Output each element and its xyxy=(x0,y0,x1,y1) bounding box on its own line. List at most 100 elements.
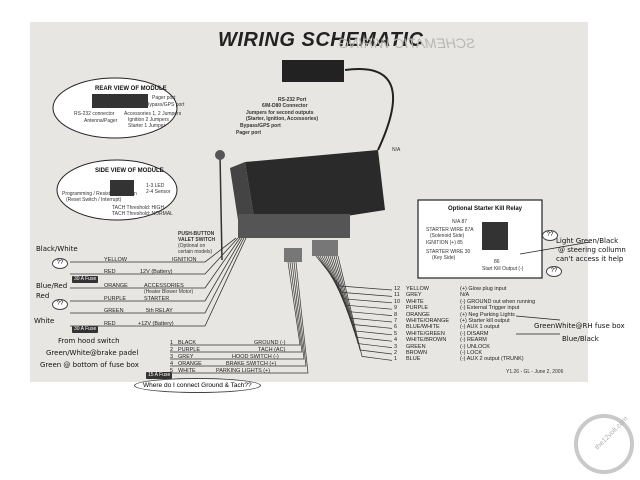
left-wire-0-color: YELLOW xyxy=(104,257,127,263)
right-wire-0-color: YELLOW xyxy=(406,286,429,292)
main-module xyxy=(245,150,385,230)
bottom-wire-4-line xyxy=(170,261,309,374)
left-wire-0-func: IGNITION xyxy=(172,257,197,263)
note-q3: ?? xyxy=(542,230,558,241)
valet-line2: VALET SWITCH xyxy=(178,237,216,243)
note-question-callout: Where do I connect Ground & Tach?? xyxy=(134,378,261,393)
rear-label-bypass: Bypass/GPS port xyxy=(146,102,185,108)
note-blue-black: Blue/Black xyxy=(562,335,599,343)
side-view-module xyxy=(110,180,134,196)
right-wire-0-line xyxy=(315,255,393,291)
bl-wire-3-color: ORANGE xyxy=(178,361,202,367)
bl-wire-1-color: PURPLE xyxy=(178,347,201,353)
right-wire-11-num: 1 xyxy=(394,356,398,363)
side-label-sensor: 2-4 Sensor xyxy=(146,189,171,195)
relay-label-key: (Key Side) xyxy=(432,255,456,261)
right-wire-6-num: 6 xyxy=(394,324,398,331)
rear-label-acc: Accessories 1, 2 Jumpers xyxy=(124,111,182,117)
valet-line3: (Optional on xyxy=(178,243,206,249)
bl-wire-0-func: GROUND (-) xyxy=(254,340,286,346)
right-wire-11-line xyxy=(337,255,393,361)
right-wire-9-line xyxy=(333,255,393,348)
bl-wire-4-num: 5 xyxy=(170,368,174,374)
right-wire-9-color: GREEN xyxy=(406,343,426,350)
note-q1: ?? xyxy=(52,258,68,269)
right-wire-1-line xyxy=(317,255,393,297)
note-q4: ?? xyxy=(546,266,562,277)
note-q2: ?? xyxy=(52,299,68,310)
left-wire-1-color: RED xyxy=(104,269,116,275)
right-wire-4-line xyxy=(323,255,393,316)
bl-wire-2-color: GREY xyxy=(178,354,194,360)
right-wire-5-num: 7 xyxy=(394,318,398,324)
label-jumpers-sub: (Starter, Ignition, Accessories) xyxy=(246,116,319,122)
left-wire-6-func: +12V (Battery) xyxy=(138,321,174,327)
right-wire-2-color: WHITE xyxy=(406,298,424,305)
valet-line4: certain models) xyxy=(178,249,213,255)
relay-label-kill: Start Kill Output (-) xyxy=(482,266,524,272)
right-wire-0-func: (+) Glow plug input xyxy=(460,286,507,292)
bl-wire-4-func: PARKING LIGHTS (+) xyxy=(216,368,271,374)
side-view-title: SIDE VIEW OF MODULE xyxy=(95,168,164,174)
left-wire-5-color: GREEN xyxy=(104,308,124,314)
right-wire-1-color: GREY xyxy=(406,292,422,299)
right-wire-11-func: (-) AUX 2 output (TRUNK) xyxy=(460,356,524,363)
note-lt-green-3: can't access it help xyxy=(556,255,624,263)
rear-view-title: REAR VIEW OF MODULE xyxy=(95,86,167,92)
right-wire-8-color: WHITE/BROWN xyxy=(406,337,447,344)
left-wire-3-line xyxy=(70,237,243,302)
side-label-button: Programming / Resistance Button xyxy=(62,191,137,197)
bottom-wire-2-line xyxy=(170,261,305,360)
right-wire-7-func: (-) DISARM xyxy=(460,330,489,337)
right-wire-10-line xyxy=(335,255,393,355)
left-wire-0-line xyxy=(70,237,237,263)
label-rs232: RS-232 Port xyxy=(278,97,307,103)
right-wire-7-color: WHITE/GREEN xyxy=(406,330,445,337)
right-wire-11-color: BLUE xyxy=(406,356,421,363)
right-wire-10-num: 2 xyxy=(394,350,398,356)
side-label-tach-normal: TACH Threshold: NORMAL xyxy=(112,211,173,217)
left-wire-1-func: 12V (Battery) xyxy=(140,269,173,275)
label-pager-port: Pager port xyxy=(236,130,262,136)
right-wire-1-num: 11 xyxy=(394,292,400,299)
antenna-module xyxy=(282,60,344,82)
bl-wire-0-color: BLACK xyxy=(178,340,197,346)
note-green-white-brake: Green/White@brake padel xyxy=(46,349,139,357)
right-wire-6-color: BLUE/WHITE xyxy=(406,324,440,331)
right-wire-5-func: (+) Starter kill output xyxy=(460,318,510,324)
note-from-hood: From hood switch xyxy=(58,337,120,345)
bl-wire-2-func: HOOD SWITCH (-) xyxy=(232,354,279,360)
right-wire-10-func: (-) LOCK xyxy=(460,350,482,356)
rear-view-module xyxy=(92,94,148,108)
left-wire-5-func: 5th RELAY xyxy=(146,308,173,314)
page-title: WIRING SCHEMATIC xyxy=(218,29,424,51)
right-wire-4-func: (+) Neg Parking Lights xyxy=(460,311,515,318)
left-wire-2-color: ORANGE xyxy=(104,283,128,289)
bl-wire-2-num: 3 xyxy=(170,354,174,360)
side-label-reset: (Reset Switch / Interrupt) xyxy=(66,197,122,203)
valet-switch xyxy=(215,150,225,160)
left-wire-3-func: (Heater Blower Motor) xyxy=(144,289,194,295)
note-black-white: Black/White xyxy=(36,245,78,253)
label-db-connector: 6/M-D80 Connector xyxy=(262,103,308,109)
right-wire-5-color: WHITE/ORANGE xyxy=(406,318,450,324)
right-wire-4-num: 8 xyxy=(394,311,398,318)
note-white: White xyxy=(34,317,55,325)
note-blue-red: Blue/Red xyxy=(36,282,68,290)
side-label-tach-high: TACH Threshold: HIGH xyxy=(112,205,165,211)
left-wire-5-line xyxy=(70,237,247,327)
right-wire-8-func: (-) REARM xyxy=(460,337,487,344)
rear-label-pager: Pager port xyxy=(152,95,176,101)
note-red: Red xyxy=(36,292,50,300)
rear-label-antenna: Antenna/Pager xyxy=(84,118,118,124)
right-wire-7-num: 5 xyxy=(394,330,398,337)
connector-right xyxy=(312,240,338,256)
side-label-led: 1-3 LED xyxy=(146,183,165,189)
relay-label-87a: STARTER WIRE 87A xyxy=(426,227,474,233)
fuse-badge-2: 30 A Fuse xyxy=(72,326,99,333)
right-wire-9-func: (-) UNLOCK xyxy=(460,343,490,350)
right-wire-4-color: ORANGE xyxy=(406,311,430,318)
note-green-white-rh: GreenWhite@RH fuse box xyxy=(534,322,625,330)
rear-label-starter: Starter 1 Jumper xyxy=(128,123,166,129)
